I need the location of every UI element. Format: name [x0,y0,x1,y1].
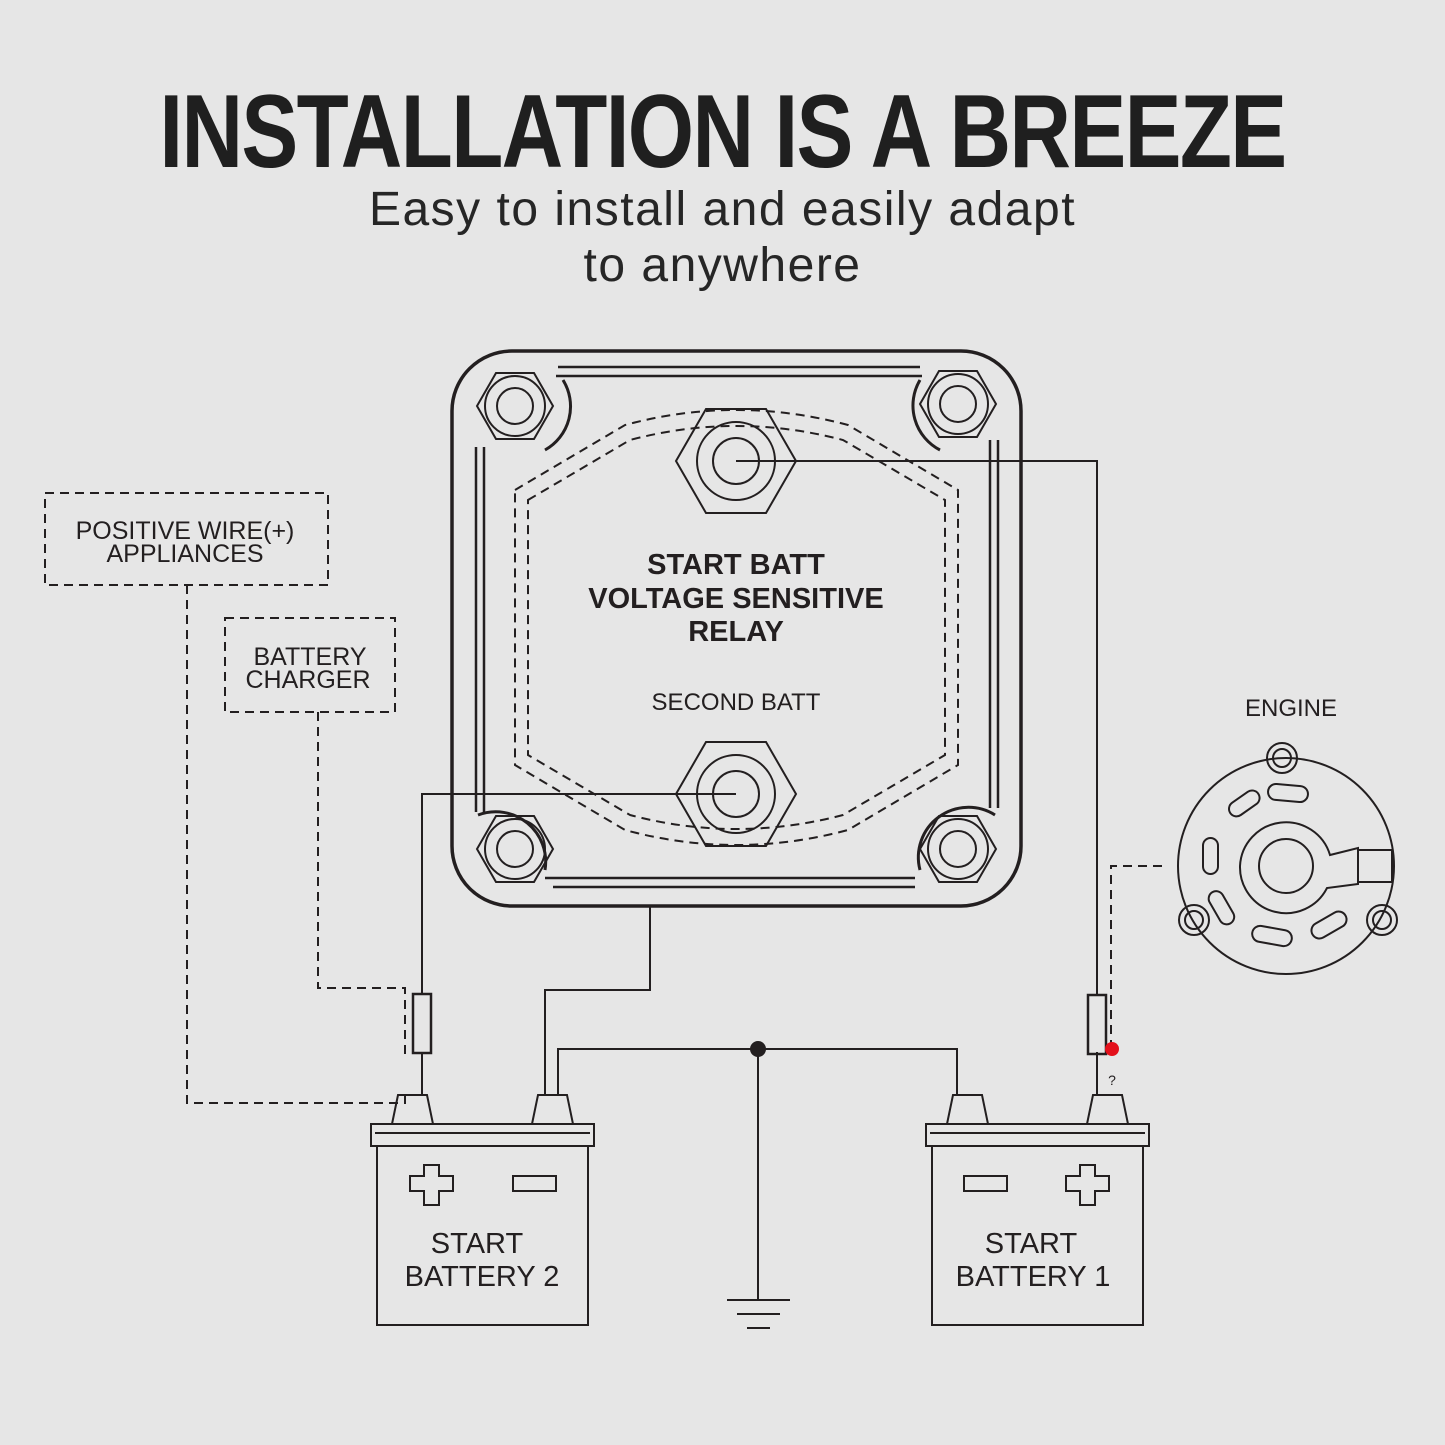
appliances-label-line-1: POSITIVE WIRE(+) [76,517,295,545]
engine-icon [1177,742,1398,975]
wire-second-batt-to-battery-2 [421,793,736,1095]
bolt-top-left [475,372,555,440]
relay-label-line-3: RELAY [688,616,784,648]
page-subtitle-line-1: Easy to install and easily adapt [368,183,1077,236]
bolt-bottom-right [918,815,998,883]
minus-icon [512,1175,557,1192]
fuse-right [1086,993,1108,1056]
wire-relay-ground [544,906,651,1095]
battery-right-label-line-2: BATTERY 1 [956,1261,1111,1293]
battery-left-label-line-2: BATTERY 2 [405,1261,560,1293]
battery-right [925,1094,1150,1326]
question-mark-label: ? [1108,1072,1116,1088]
second-batt-label: SECOND BATT [652,689,821,716]
bolt-bottom-left [475,815,555,883]
ground-junction-dot [750,1041,766,1057]
battery-left-label-line-1: START [431,1228,524,1260]
minus-icon [963,1175,1008,1192]
engine-label: ENGINE [1245,695,1337,722]
ground-icon [727,1299,790,1329]
wire-charger-dashed [317,712,406,1058]
wire-start-batt-to-battery-1 [736,460,1098,1095]
box-battery-charger [224,617,396,713]
battery-left [370,1094,595,1326]
bolt-top-right [918,370,998,438]
battery-right-label-line-1: START [985,1228,1078,1260]
charger-label-line-1: BATTERY [254,643,367,671]
fuse-left [411,992,433,1055]
plus-icon [409,1164,454,1206]
charger-label-line-2: CHARGER [245,666,370,694]
appliances-label-line-2: APPLIANCES [106,540,263,568]
red-connection-dot [1105,1042,1119,1056]
relay-label-line-1: START BATT [647,549,825,581]
wire-appliances-dashed [186,585,406,1104]
relay-body [450,349,1023,908]
plus-icon [1065,1164,1110,1206]
page-title: INSTALLATION IS A BREEZE [159,74,1287,190]
relay-label-line-2: VOLTAGE SENSITIVE [588,583,883,615]
wire-engine-dashed [1110,865,1162,1050]
page-subtitle-line-2: to anywhere [583,239,862,292]
